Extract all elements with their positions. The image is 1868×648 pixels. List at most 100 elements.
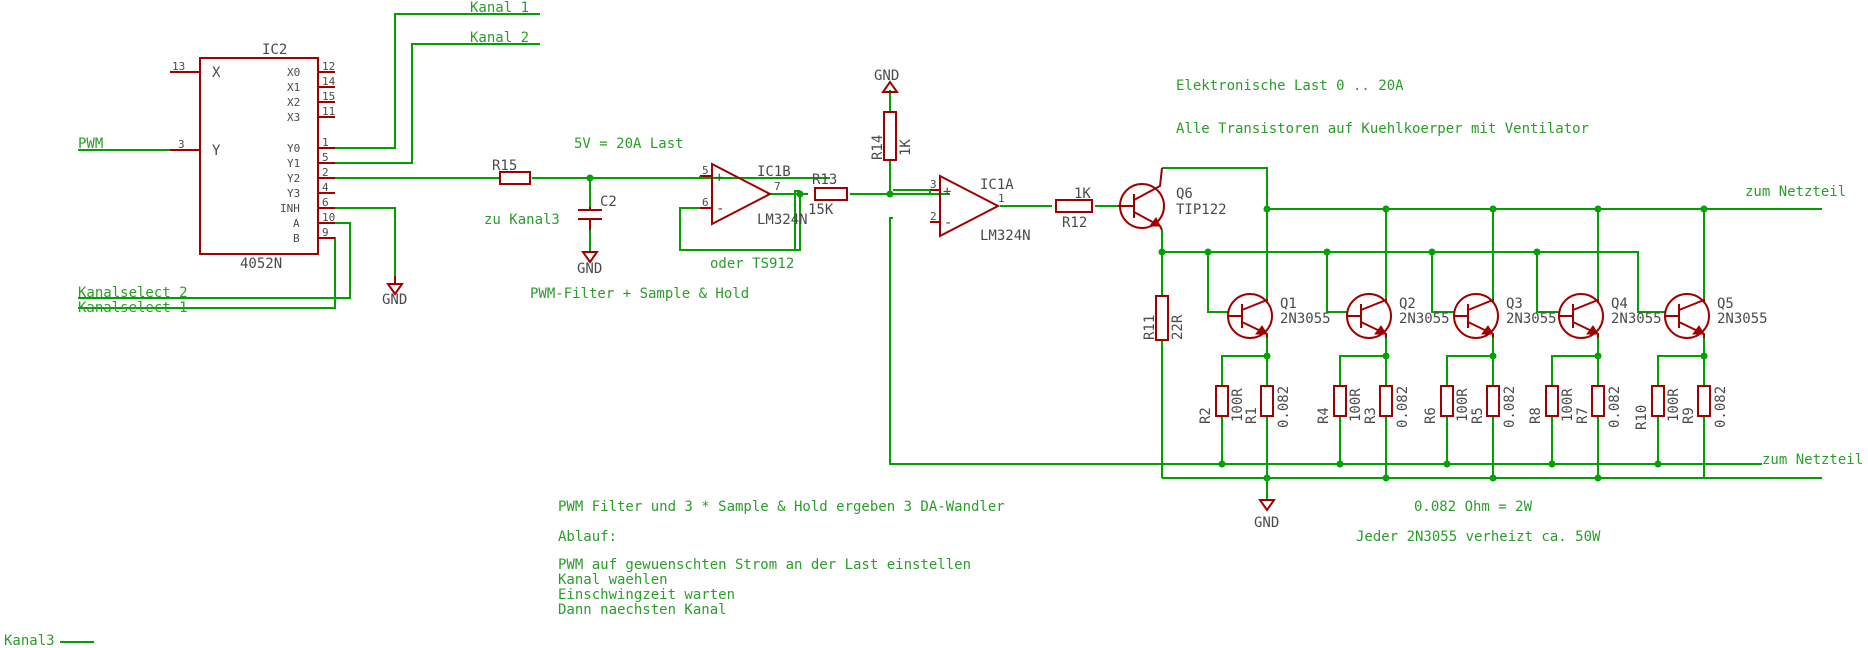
ic1b-plus: +	[715, 170, 723, 186]
r4-name: R4	[1316, 407, 1332, 424]
ic2-pin-a: A	[293, 217, 300, 230]
ic2-pinnum-11: 11	[322, 105, 335, 118]
ic2-pinnum-9: 9	[322, 226, 329, 239]
q6-part: TIP122	[1176, 202, 1227, 218]
resistor-pair-2: R4 100R R3 0.082	[1316, 385, 1411, 428]
r9-value: 0.082	[1713, 386, 1729, 428]
note-step3: Einschwingzeit warten	[558, 587, 735, 603]
r13-value: 15K	[808, 202, 834, 218]
r15-resistor: R15	[492, 158, 531, 185]
ic1b-part: LM324N	[757, 212, 808, 228]
ic2-pin-y3: Y3	[287, 187, 300, 200]
r1-name: R1	[1244, 407, 1260, 424]
resistor-pair-4: R8 100R R7 0.082	[1528, 385, 1623, 428]
ic2-pinnum-3: 3	[178, 138, 185, 151]
ic1b-pin-minus: 6	[702, 196, 709, 209]
r12-value: 1K	[1074, 186, 1091, 202]
gnd-symbol-r14: GND	[874, 68, 899, 93]
r10-name: R10	[1634, 405, 1650, 430]
gnd-symbol-c2: GND	[577, 251, 602, 277]
ic2-part: 4052N	[240, 256, 282, 272]
ic1a-minus: -	[944, 215, 952, 231]
q6-transistor: Q6 TIP122	[1118, 167, 1227, 231]
r2-value: 100R	[1230, 388, 1246, 422]
ic1b-name: IC1B	[757, 164, 791, 180]
r8-value: 100R	[1560, 388, 1576, 422]
ic2-pinnum-1: 1	[322, 136, 329, 149]
ic1a-name: IC1A	[980, 177, 1014, 193]
r15-name: R15	[492, 158, 517, 174]
gnd-label-c2: GND	[577, 261, 602, 277]
note-title: Elektronische Last 0 .. 20A	[1176, 78, 1404, 94]
r12-resistor: 1K R12	[1055, 186, 1093, 231]
note-step1: PWM auf gewuenschten Strom an der Last e…	[558, 557, 971, 573]
transistor-q4: Q4 2N3055	[1558, 293, 1662, 339]
q1-name: Q1	[1280, 296, 1297, 312]
r12-name: R12	[1062, 215, 1087, 231]
r11-value: 22R	[1170, 314, 1186, 340]
ic1b-minus: -	[716, 201, 724, 217]
r9-name: R9	[1681, 407, 1697, 424]
q2-part: 2N3055	[1399, 311, 1450, 327]
ic1b-pin-plus: 5	[702, 164, 709, 177]
q1-part: 2N3055	[1280, 311, 1331, 327]
ic2-pinnum-14: 14	[322, 75, 336, 88]
label-pwm: PWM	[78, 136, 103, 152]
resistor-pair-3: R6 100R R5 0.082	[1423, 385, 1518, 428]
r13-name: R13	[812, 172, 837, 188]
r8-name: R8	[1528, 407, 1544, 424]
resistor-pair-5: R10 100R R9 0.082	[1634, 385, 1729, 430]
ic2-pin-x1: X1	[287, 81, 300, 94]
q4-name: Q4	[1611, 296, 1628, 312]
ic1a-part: LM324N	[980, 228, 1031, 244]
q5-name: Q5	[1717, 296, 1734, 312]
r14-value: 1K	[898, 139, 914, 156]
r5-name: R5	[1470, 407, 1486, 424]
label-zu-kanal3: zu Kanal3	[484, 212, 560, 228]
ic2-pinnum-15: 15	[322, 90, 335, 103]
ic1b-pin-out: 7	[774, 180, 781, 193]
ic2-pin-inh: INH	[280, 202, 300, 215]
note-ablauf: Ablauf:	[558, 529, 617, 545]
ic1a-plus: +	[943, 184, 951, 200]
filter-title: 5V = 20A Last	[574, 136, 684, 152]
gnd-label-output: GND	[1254, 515, 1279, 531]
ic2-name: IC2	[262, 42, 287, 58]
r3-name: R3	[1363, 407, 1379, 424]
transistor-q5: Q5 2N3055	[1664, 293, 1768, 339]
label-zum-netzteil-bottom: zum Netzteil	[1762, 452, 1863, 468]
r1-value: 0.082	[1276, 386, 1292, 428]
label-kanalselect2: Kanalselect 2	[78, 285, 188, 301]
transistor-q2: Q2 2N3055	[1346, 293, 1450, 339]
ic2-pinnum-13: 13	[172, 60, 185, 73]
ic1a-pin-out: 1	[998, 192, 1005, 205]
ic2-pin-x: X	[212, 65, 221, 81]
r2-name: R2	[1198, 407, 1214, 424]
label-zum-netzteil-top: zum Netzteil	[1745, 184, 1846, 200]
ic2-pin-y0: Y0	[287, 142, 300, 155]
ic1a-pin-plus: 3	[930, 178, 937, 191]
ic2-pin-b: B	[293, 232, 300, 245]
r3-value: 0.082	[1395, 386, 1411, 428]
ic2-pin-y1: Y1	[287, 157, 300, 170]
label-kanal2: Kanal 2	[470, 30, 529, 46]
r11-name: R11	[1142, 315, 1158, 340]
note-ohm: 0.082 Ohm = 2W	[1414, 499, 1533, 515]
ic2-pin-x2: X2	[287, 96, 300, 109]
ic2-pinnum-4: 4	[322, 181, 329, 194]
r6-name: R6	[1423, 407, 1439, 424]
wires	[60, 13, 1822, 643]
ic1b-alt: oder TS912	[710, 256, 794, 272]
ic2-pinnum-5: 5	[322, 151, 329, 164]
r13-resistor: R13 15K	[808, 172, 848, 218]
q5-part: 2N3055	[1717, 311, 1768, 327]
r14-resistor: R14 1K	[870, 111, 914, 161]
label-kanalselect1: Kanalselect 1	[78, 300, 188, 316]
r14-name: R14	[870, 135, 886, 160]
resistor-pair-1: R2 100R R1 0.082	[1198, 385, 1292, 428]
r11-resistor: R11 22R	[1142, 295, 1186, 341]
ic1b-opamp: + - IC1B LM324N 5 6 7	[700, 162, 808, 228]
ic2-pin-y: Y	[212, 143, 221, 159]
q2-name: Q2	[1399, 296, 1416, 312]
